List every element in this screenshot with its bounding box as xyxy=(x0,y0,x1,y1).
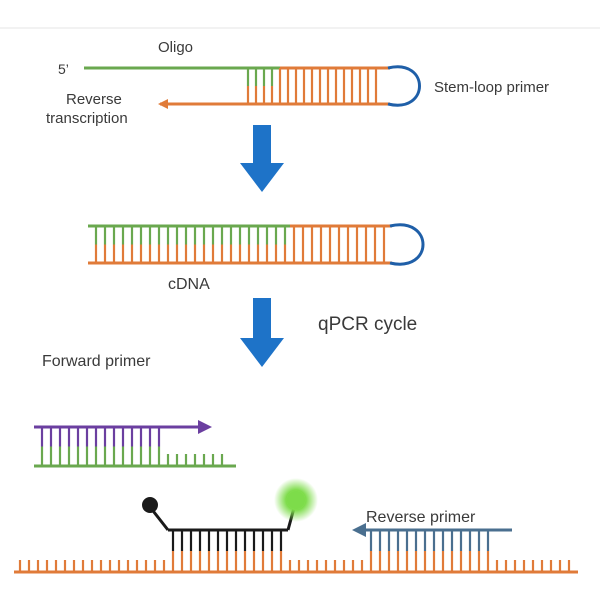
five-prime-label: 5’ xyxy=(58,61,69,77)
process-arrow-1 xyxy=(240,125,284,192)
step2-cdna: cDNA xyxy=(88,223,425,293)
process-arrow-2 xyxy=(240,298,284,367)
step1-hybrid: Oligo 5’ Stem-loop primer Reverse transc… xyxy=(46,39,549,127)
step2-rungs xyxy=(94,226,386,263)
forward-primer-complex xyxy=(34,420,236,468)
forward-primer-label: Forward primer xyxy=(42,353,151,370)
reverse-transcription-label-2: transcription xyxy=(46,110,128,127)
reporter-dot xyxy=(287,491,305,509)
template-rungs xyxy=(18,530,571,572)
rt-arrowhead xyxy=(158,99,168,109)
reverse-transcription-label-1: Reverse xyxy=(66,91,122,108)
step1-rungs xyxy=(246,68,378,104)
cdna-stem-loop xyxy=(389,223,425,266)
stem-loop xyxy=(387,65,421,107)
cdna-label: cDNA xyxy=(168,276,210,293)
stem-loop-primer-label: Stem-loop primer xyxy=(434,79,549,96)
probe-reverse-complex: Reverse primer xyxy=(14,478,578,574)
qpcr-cycle-label: qPCR cycle xyxy=(318,314,417,335)
reverse-primer-arrowhead xyxy=(352,523,366,537)
quencher-dot xyxy=(142,497,158,513)
forward-primer-arrowhead xyxy=(198,420,212,434)
oligo-label: Oligo xyxy=(158,39,193,56)
reverse-primer-label: Reverse primer xyxy=(366,509,476,526)
forward-rungs xyxy=(40,427,224,466)
